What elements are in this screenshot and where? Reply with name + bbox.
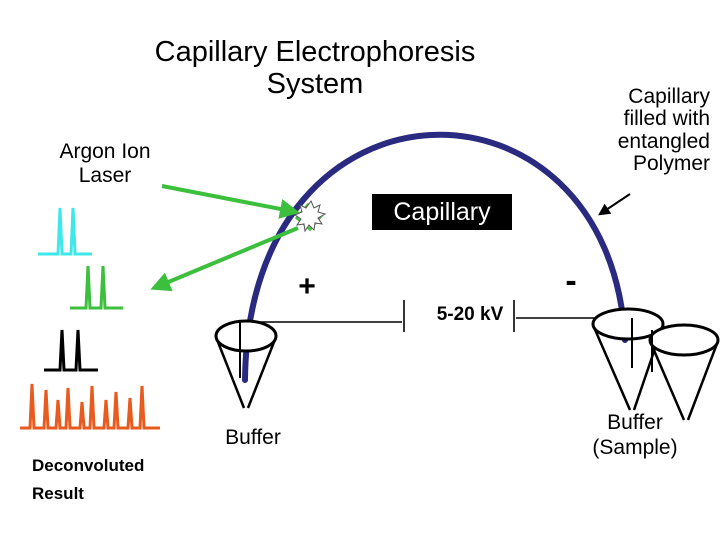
detector-window [293,199,327,233]
deconvoluted-line-2: Result [32,483,84,503]
voltage-label: 5-20 kV [436,304,504,325]
buffer-sample-line-2: (Sample) [592,436,678,460]
vial-rim [214,319,278,353]
buffer-sample-line-1: Buffer [607,411,663,434]
buffer-left-label: Buffer [225,426,281,449]
trace-cyan [38,207,92,256]
vial-rim [591,307,665,341]
laser-beam-in [161,184,300,219]
deconvoluted-result-label: Deconvoluted Result [32,452,182,507]
polymer-line-3: entangled [617,129,710,153]
capillary-label: Capillary [372,194,512,230]
negative-electrode-label: - [565,262,577,300]
buffer-vial-sample-1 [591,307,665,411]
trace-orange [20,383,160,430]
capillary-tube [242,131,628,383]
trace-green [70,265,123,310]
buffer-sample-label: Buffer (Sample) [560,410,710,460]
vial-rim [648,323,720,357]
laser-beam-out [150,226,299,292]
polymer-pointer-arrow [598,193,631,216]
title-line-2: System [266,68,364,101]
laser-line-2: Laser [78,164,132,188]
buffer-vial-left [214,319,278,409]
polymer-line-4: Polymer [632,152,710,176]
starburst-detector-icon [293,199,327,233]
laser-line-1: Argon Ion [59,140,151,163]
diagram-title: Capillary Electrophoresis System [110,36,520,101]
positive-electrode-label: + [298,270,316,303]
laser-label: Argon Ion Laser [40,140,170,188]
polymer-line-1: Capillary [628,85,710,108]
trace-black [44,329,98,372]
trace-group [20,207,160,430]
deconvoluted-line-1: Deconvoluted [32,456,145,475]
polymer-note: Capillary filled with entangled Polymer [580,85,710,176]
polymer-line-2: filled with [623,107,710,131]
title-line-1: Capillary Electrophoresis [154,36,476,68]
buffer-vial-sample-2 [648,323,720,421]
